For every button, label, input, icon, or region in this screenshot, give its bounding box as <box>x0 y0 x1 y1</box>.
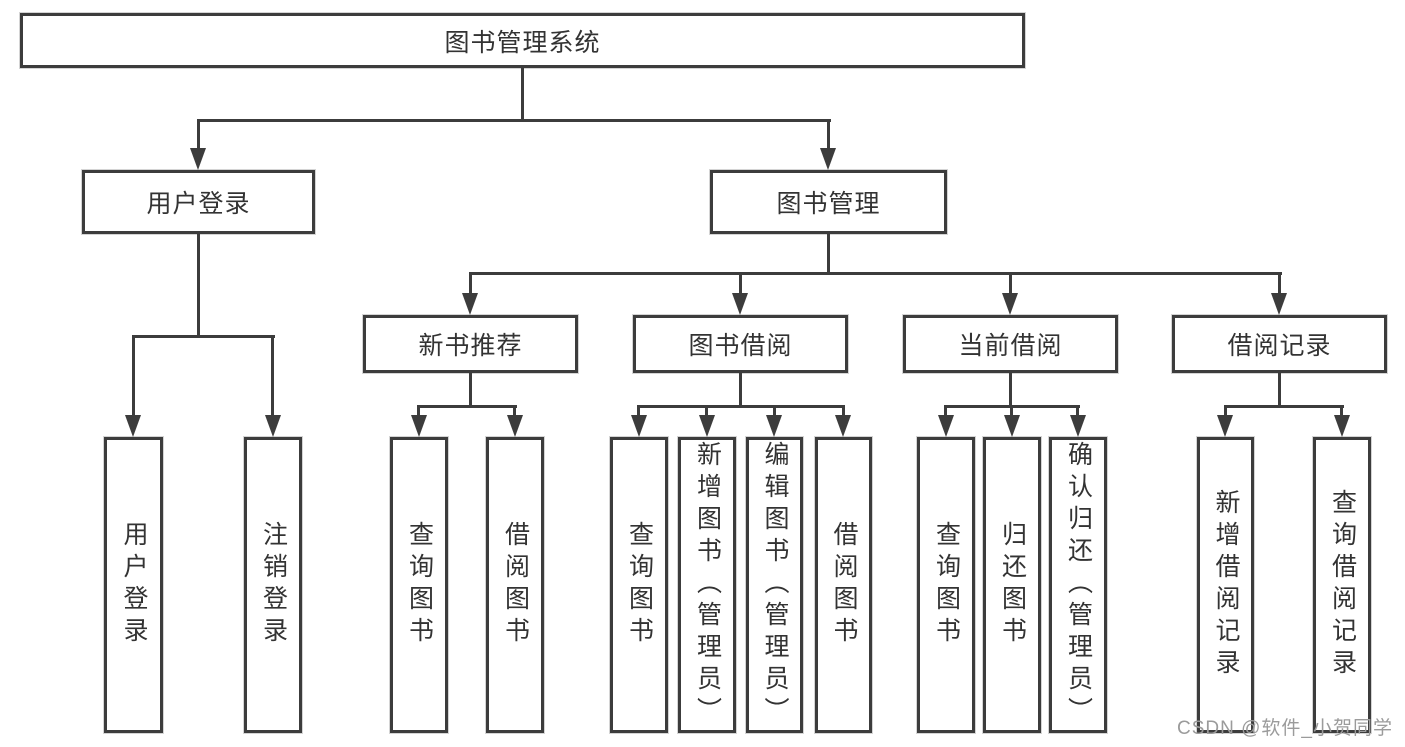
arrow-to-leaf-borrow-books-recommend <box>507 415 523 437</box>
connector-borrow-rail <box>637 405 845 408</box>
arrow-to-leaf-add-book-admin <box>699 415 715 437</box>
connector-book-mgmt-rail <box>469 272 1282 275</box>
leaf-user-login: 用户登录 <box>104 437 163 733</box>
leaf-logout-label: 注销登录 <box>259 521 288 649</box>
leaf-edit-book-admin: 编辑图书（管理员） <box>746 437 803 733</box>
arrow-to-leaf-return-book <box>1004 415 1020 437</box>
node-book-borrow: 图书借阅 <box>633 315 848 373</box>
arrow-to-leaf-borrow-books-2 <box>835 415 851 437</box>
connector-records-trunk <box>1278 373 1281 408</box>
leaf-query-books-current-label: 查询图书 <box>932 521 961 649</box>
leaf-add-book-admin-label: 新增图书（管理员） <box>693 441 722 729</box>
connector-borrow-drop-3 <box>773 405 776 417</box>
connector-root-trunk <box>521 68 524 122</box>
connector-user-login-drop-1 <box>132 335 135 417</box>
connector-root-rail <box>197 119 831 122</box>
csdn-watermark: CSDN @软件_小贺同学 <box>1177 718 1393 739</box>
connector-borrow-trunk <box>739 373 742 408</box>
leaf-query-books-borrow: 查询图书 <box>610 437 668 733</box>
arrow-to-new-book-recommend <box>462 293 478 315</box>
node-current-borrow-label: 当前借阅 <box>958 332 1063 360</box>
connector-user-login-rail <box>132 335 275 338</box>
node-book-borrow-label: 图书借阅 <box>688 332 793 360</box>
leaf-borrow-books-recommend: 借阅图书 <box>486 437 544 733</box>
connector-current-drop-3 <box>1076 405 1079 417</box>
connector-borrow-drop-1 <box>637 405 640 417</box>
leaf-query-books-recommend-label: 查询图书 <box>405 521 434 649</box>
arrow-to-leaf-query-books-current <box>938 415 954 437</box>
connector-records-rail <box>1224 405 1344 408</box>
arrow-to-borrow-records <box>1271 293 1287 315</box>
connector-recommend-drop-2 <box>513 405 516 417</box>
leaf-return-book: 归还图书 <box>983 437 1041 733</box>
connector-recommend-trunk <box>469 373 472 408</box>
arrow-to-leaf-logout <box>265 415 281 437</box>
arrow-to-book-borrow <box>732 293 748 315</box>
node-borrow-records: 借阅记录 <box>1172 315 1387 373</box>
leaf-query-borrow-record: 查询借阅记录 <box>1313 437 1371 733</box>
leaf-confirm-return-admin: 确认归还（管理员） <box>1049 437 1107 733</box>
arrow-to-leaf-query-books-recommend <box>411 415 427 437</box>
connector-book-mgmt-drop-3 <box>1009 272 1012 295</box>
node-new-book-recommend: 新书推荐 <box>363 315 578 373</box>
leaf-edit-book-admin-label: 编辑图书（管理员） <box>761 441 789 729</box>
connector-root-drop-left <box>197 119 200 150</box>
leaf-add-borrow-record: 新增借阅记录 <box>1197 437 1254 733</box>
leaf-logout: 注销登录 <box>244 437 302 733</box>
leaf-return-book-label: 归还图书 <box>998 521 1027 649</box>
connector-book-mgmt-trunk <box>827 234 830 275</box>
node-root: 图书管理系统 <box>20 13 1025 68</box>
connector-recommend-drop-1 <box>417 405 420 417</box>
node-book-management-label: 图书管理 <box>776 190 881 218</box>
connector-borrow-drop-4 <box>842 405 845 417</box>
node-user-login-label: 用户登录 <box>146 190 251 218</box>
node-user-login: 用户登录 <box>82 170 315 234</box>
leaf-user-login-label: 用户登录 <box>120 521 148 649</box>
arrow-to-leaf-confirm-return-admin <box>1070 415 1086 437</box>
arrow-to-leaf-query-borrow-record <box>1334 415 1350 437</box>
leaf-add-borrow-record-label: 新增借阅记录 <box>1212 489 1240 681</box>
leaf-add-book-admin: 新增图书（管理员） <box>678 437 736 733</box>
leaf-confirm-return-admin-label: 确认归还（管理员） <box>1064 441 1093 729</box>
connector-book-mgmt-drop-4 <box>1278 272 1281 295</box>
arrow-to-current-borrow <box>1002 293 1018 315</box>
connector-root-drop-right <box>827 119 830 150</box>
node-new-book-recommend-label: 新书推荐 <box>418 332 523 360</box>
connector-borrow-drop-2 <box>705 405 708 417</box>
connector-book-mgmt-drop-2 <box>739 272 742 295</box>
connector-current-drop-1 <box>944 405 947 417</box>
connector-records-drop-2 <box>1340 405 1343 417</box>
connector-book-mgmt-drop-1 <box>469 272 472 295</box>
node-borrow-records-label: 借阅记录 <box>1227 332 1332 360</box>
node-book-management: 图书管理 <box>710 170 947 234</box>
connector-user-login-drop-2 <box>271 335 274 417</box>
connector-records-drop-1 <box>1224 405 1227 417</box>
leaf-borrow-books-2-label: 借阅图书 <box>830 521 858 649</box>
node-current-borrow: 当前借阅 <box>903 315 1118 373</box>
leaf-query-borrow-record-label: 查询借阅记录 <box>1328 489 1357 681</box>
leaf-borrow-books-2: 借阅图书 <box>815 437 872 733</box>
leaf-query-books-current: 查询图书 <box>917 437 975 733</box>
connector-user-login-trunk <box>197 234 200 338</box>
arrow-to-user-login <box>190 148 206 170</box>
connector-recommend-rail <box>417 405 517 408</box>
node-root-label: 图书管理系统 <box>444 28 601 57</box>
arrow-to-leaf-query-books-borrow <box>631 415 647 437</box>
arrow-to-leaf-edit-book-admin <box>766 415 782 437</box>
connector-current-drop-2 <box>1010 405 1013 417</box>
arrow-to-leaf-user-login <box>125 415 141 437</box>
leaf-query-books-recommend: 查询图书 <box>390 437 448 733</box>
leaf-query-books-borrow-label: 查询图书 <box>625 521 654 649</box>
arrow-to-leaf-add-borrow-record <box>1217 415 1233 437</box>
connector-current-trunk <box>1009 373 1012 408</box>
arrow-to-book-management <box>820 148 836 170</box>
leaf-borrow-books-recommend-label: 借阅图书 <box>501 521 530 649</box>
